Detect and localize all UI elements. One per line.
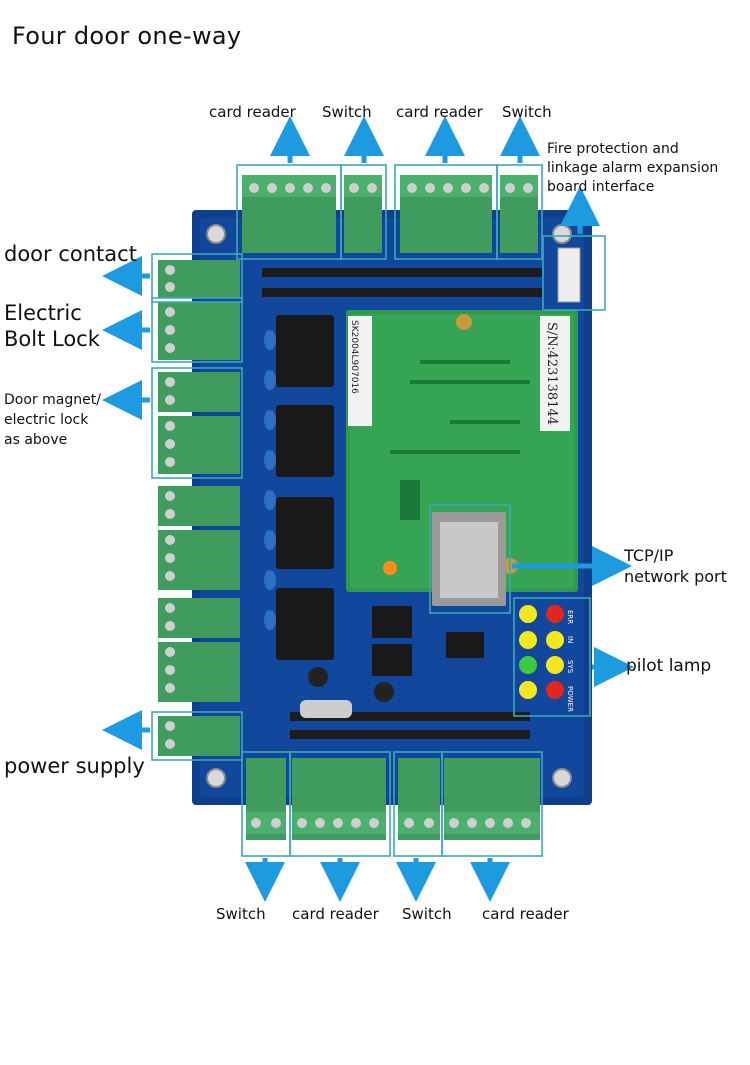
callout-fire-protection xyxy=(542,235,606,311)
label-bottom-card-reader-1: card reader xyxy=(292,905,379,923)
callout-bottom-reader-2 xyxy=(441,751,543,857)
callout-door-magnet xyxy=(151,367,243,479)
label-fire-protection: Fire protection and linkage alarm expans… xyxy=(547,140,718,197)
label-door-magnet-line-2: electric lock xyxy=(4,412,89,428)
mount-hole-bottom-left xyxy=(206,768,226,788)
label-bottom-switch-2: Switch xyxy=(402,905,452,923)
callout-top-switch-2 xyxy=(496,164,543,260)
expansion-header xyxy=(557,247,581,303)
capacitor-column xyxy=(264,330,276,630)
rj45-port xyxy=(432,512,506,606)
module-code: SK2004L907016 xyxy=(349,320,359,394)
label-top-switch-2: Switch xyxy=(502,103,552,121)
relay-2 xyxy=(276,405,334,477)
mount-hole-top-right xyxy=(552,224,572,244)
label-tcp-ip-line-1: TCP/IP xyxy=(624,546,674,565)
terminal-top-switch-1 xyxy=(344,175,382,253)
pin-header-bottom xyxy=(290,712,530,739)
label-pilot-lamp: pilot lamp xyxy=(626,656,712,676)
label-tcp-ip: TCP/IP network port xyxy=(624,545,727,587)
label-door-magnet: Door magnet/ electric lock as above xyxy=(4,390,101,450)
label-top-card-reader-2: card reader xyxy=(396,103,483,121)
label-tcp-ip-line-2: network port xyxy=(624,567,727,586)
mount-hole-top-left xyxy=(206,224,226,244)
label-electric-bolt-lock: Electric Bolt Lock xyxy=(4,300,100,352)
terminal-bottom-reader-1 xyxy=(292,758,386,840)
relay-bank xyxy=(276,315,334,660)
terminal-left-screws xyxy=(165,265,175,749)
label-fire-protection-line-2: linkage alarm expansion xyxy=(547,160,719,176)
callout-top-switch-1 xyxy=(340,164,387,260)
led-labels: ERR IN SYS POWER xyxy=(566,610,574,712)
terminal-bottom-switch-2 xyxy=(398,758,440,840)
terminal-top-reader-1 xyxy=(242,175,336,253)
terminal-top-switch-2 xyxy=(500,175,538,253)
pcb-board xyxy=(192,210,592,805)
led-label-power: POWER xyxy=(566,686,574,712)
relay-3 xyxy=(276,497,334,569)
serial-number: S/N:423138144 xyxy=(544,322,559,425)
label-door-magnet-line-3: as above xyxy=(4,432,68,448)
label-top-card-reader-1: card reader xyxy=(209,103,296,121)
terminal-top-reader-2 xyxy=(400,175,492,253)
label-door-contact: door contact xyxy=(4,242,137,266)
callout-arrows xyxy=(102,116,634,902)
led-label-sys: SYS xyxy=(566,660,574,674)
regulator-chips xyxy=(300,606,484,718)
relay-1 xyxy=(276,315,334,387)
callout-power-supply xyxy=(151,711,243,761)
callout-pilot-lamp xyxy=(513,597,591,717)
callout-boxes xyxy=(151,164,606,857)
led-label-err: ERR xyxy=(566,610,574,624)
label-power-supply: power supply xyxy=(4,754,145,778)
callout-door-contact xyxy=(151,253,243,303)
label-electric-bolt-lock-line-2: Bolt Lock xyxy=(4,327,100,351)
status-leds xyxy=(519,605,564,699)
callout-electric-bolt-lock xyxy=(151,297,243,363)
label-fire-protection-line-1: Fire protection and xyxy=(547,141,679,157)
label-door-magnet-line-1: Door magnet/ xyxy=(4,392,101,408)
label-bottom-switch-1: Switch xyxy=(216,905,266,923)
mount-hole-bottom-right xyxy=(552,768,572,788)
label-electric-bolt-lock-line-1: Electric xyxy=(4,301,82,325)
label-bottom-card-reader-2: card reader xyxy=(482,905,569,923)
label-top-switch-1: Switch xyxy=(322,103,372,121)
cpu-module xyxy=(346,310,578,592)
terminal-bottom-switch-1 xyxy=(246,758,286,840)
page-title: Four door one-way xyxy=(12,22,242,50)
relay-4 xyxy=(276,588,334,660)
pin-header-top xyxy=(262,268,542,297)
callout-bottom-reader-1 xyxy=(289,751,391,857)
led-label-in: IN xyxy=(566,636,574,643)
callout-tcp-ip xyxy=(429,504,511,614)
label-fire-protection-line-3: board interface xyxy=(547,179,655,195)
terminal-bottom-reader-2 xyxy=(444,758,540,840)
